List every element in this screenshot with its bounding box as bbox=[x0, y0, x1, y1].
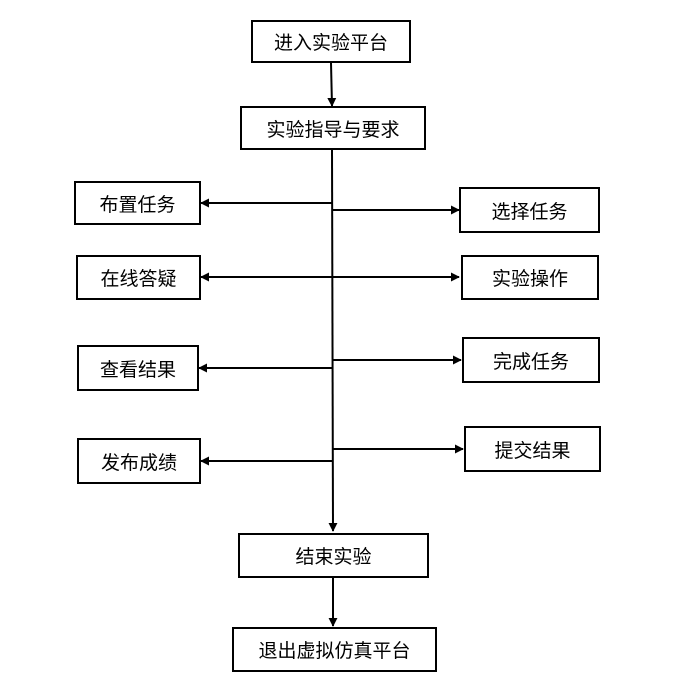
node-submit-results: 提交结果 bbox=[464, 426, 601, 472]
node-publish-grades: 发布成绩 bbox=[77, 438, 201, 484]
arrow-enter-to-guide bbox=[327, 62, 337, 107]
node-guide-requirements: 实验指导与要求 bbox=[240, 106, 426, 150]
node-assign-task: 布置任务 bbox=[74, 181, 201, 225]
node-experiment-operation: 实验操作 bbox=[461, 255, 599, 300]
node-online-qa: 在线答疑 bbox=[76, 255, 201, 300]
node-view-results: 查看结果 bbox=[77, 345, 199, 391]
node-end-experiment: 结束实验 bbox=[238, 533, 429, 578]
trunk-line bbox=[328, 149, 338, 532]
node-enter-platform: 进入实验平台 bbox=[251, 20, 411, 63]
node-exit-platform: 退出虚拟仿真平台 bbox=[232, 627, 437, 672]
node-select-task: 选择任务 bbox=[459, 187, 600, 233]
node-complete-task: 完成任务 bbox=[462, 337, 600, 383]
